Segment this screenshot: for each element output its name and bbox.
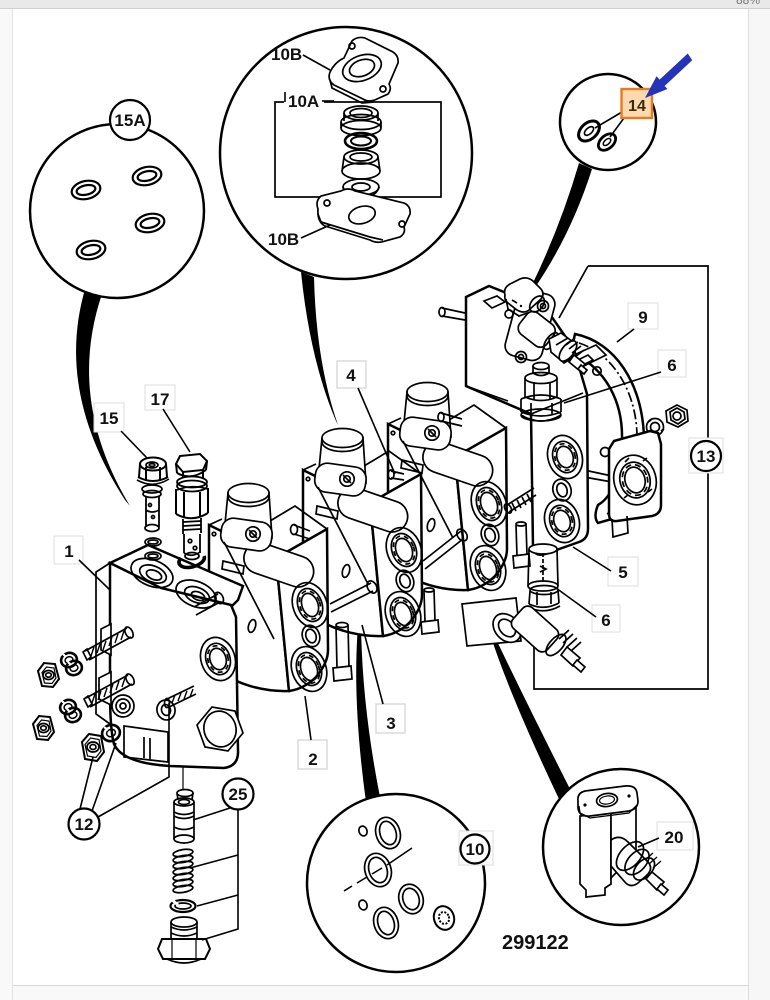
svg-text:14: 14 <box>628 98 646 115</box>
svg-text:12: 12 <box>75 815 94 834</box>
svg-text:10B: 10B <box>268 230 299 249</box>
svg-text:299122: 299122 <box>502 932 569 954</box>
svg-text:20: 20 <box>665 828 684 847</box>
svg-text:13: 13 <box>697 447 716 466</box>
svg-text:3: 3 <box>386 714 395 733</box>
svg-text:15: 15 <box>100 409 119 428</box>
svg-text:4: 4 <box>346 366 356 385</box>
svg-text:10B: 10B <box>271 45 302 64</box>
svg-text:6: 6 <box>601 611 610 630</box>
svg-text:1: 1 <box>64 542 73 561</box>
svg-text:10A: 10A <box>288 92 319 111</box>
svg-text:17: 17 <box>151 390 170 409</box>
svg-text:88%: 88% <box>736 0 760 7</box>
svg-text:25: 25 <box>229 785 248 804</box>
svg-text:2: 2 <box>308 750 317 769</box>
svg-text:9: 9 <box>638 308 647 327</box>
svg-text:10: 10 <box>466 840 485 859</box>
svg-text:5: 5 <box>618 563 627 582</box>
svg-text:6: 6 <box>667 356 676 375</box>
svg-text:15A: 15A <box>114 111 145 130</box>
